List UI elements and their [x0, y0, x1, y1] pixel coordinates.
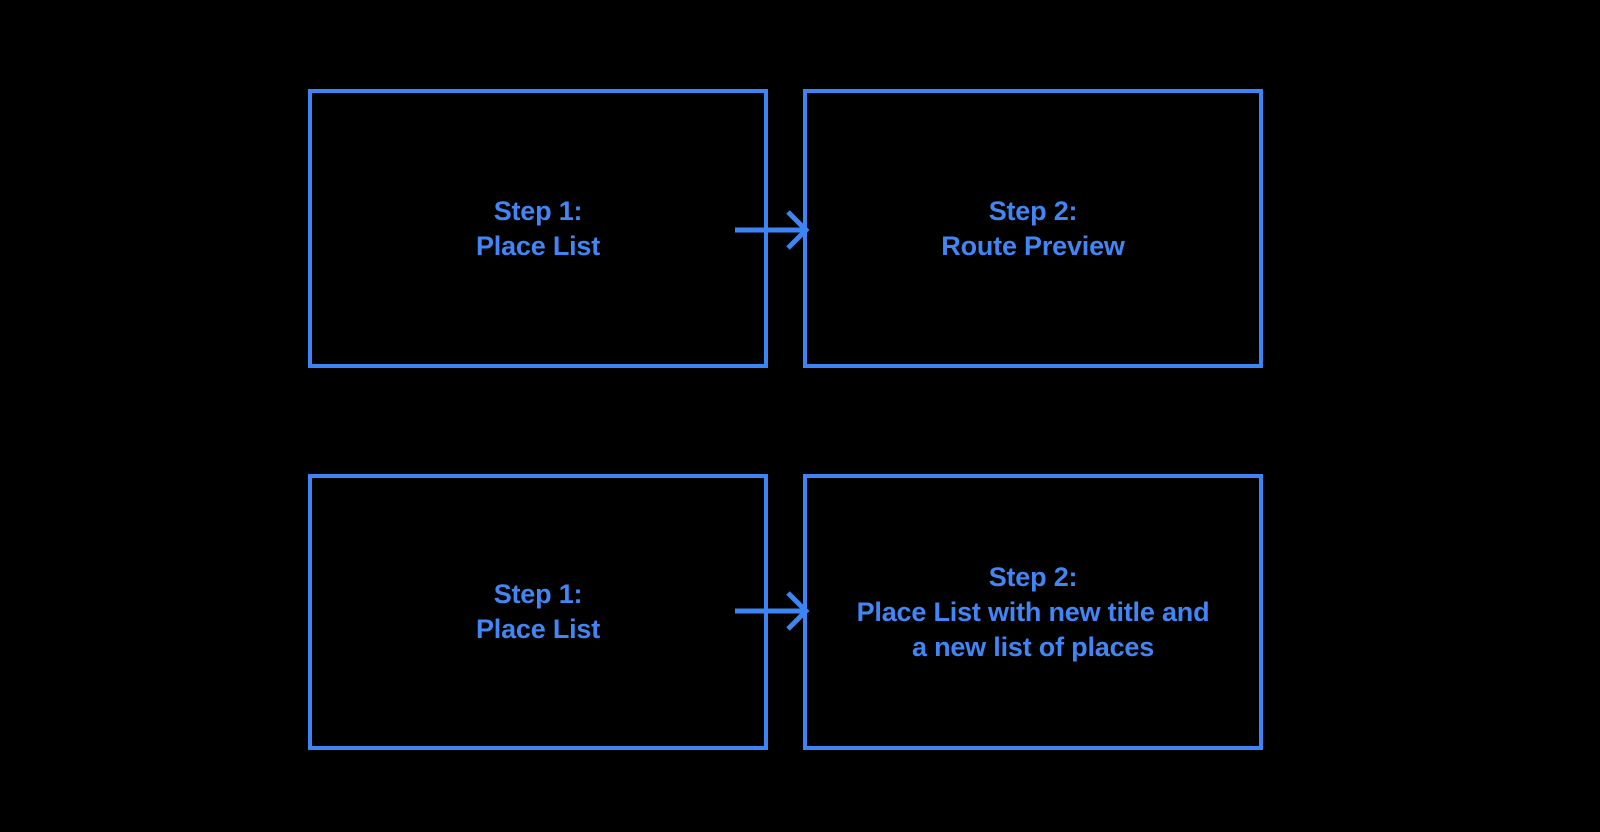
flow-box-label: Step 2: Place List with new title and a … [856, 561, 1210, 662]
flow-box-label: Step 1: Place List [475, 579, 601, 644]
flow-box-step-2-route-preview[interactable]: Step 2: Route Preview [803, 89, 1263, 368]
flow-box-step-2-place-list-updated[interactable]: Step 2: Place List with new title and a … [803, 474, 1263, 750]
flow-box-label: Step 2: Route Preview [941, 195, 1125, 261]
flow-box-step-1-place-list-row1[interactable]: Step 1: Place List [308, 89, 768, 368]
flow-box-label: Step 1: Place List [475, 195, 601, 261]
flow-box-step-1-place-list-row2[interactable]: Step 1: Place List [308, 474, 768, 750]
